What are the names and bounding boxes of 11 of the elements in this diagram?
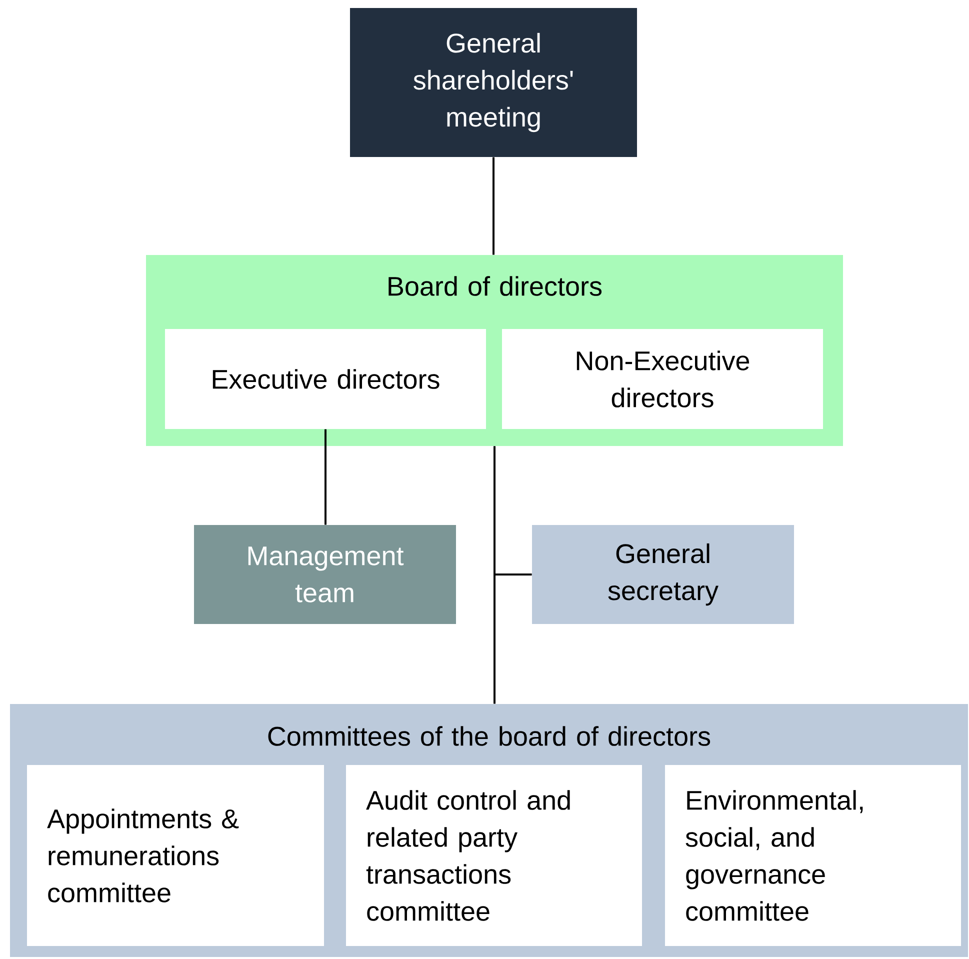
committee-box: Appointments & remunerations committee xyxy=(27,765,324,946)
director-box: Executive directors xyxy=(165,329,486,429)
management-box: Management team xyxy=(194,525,456,624)
meeting-box: General shareholders' meeting xyxy=(350,8,637,157)
connector-line xyxy=(492,157,494,255)
director-box: Non-Executive directors xyxy=(502,329,823,429)
connector-line xyxy=(494,446,496,704)
secretary-box: General secretary xyxy=(532,525,794,624)
committee-box: Environmental, social, and governance committee xyxy=(665,765,961,946)
committee-box: Audit control and related party transactions committee xyxy=(346,765,642,946)
connector-line xyxy=(324,429,326,525)
